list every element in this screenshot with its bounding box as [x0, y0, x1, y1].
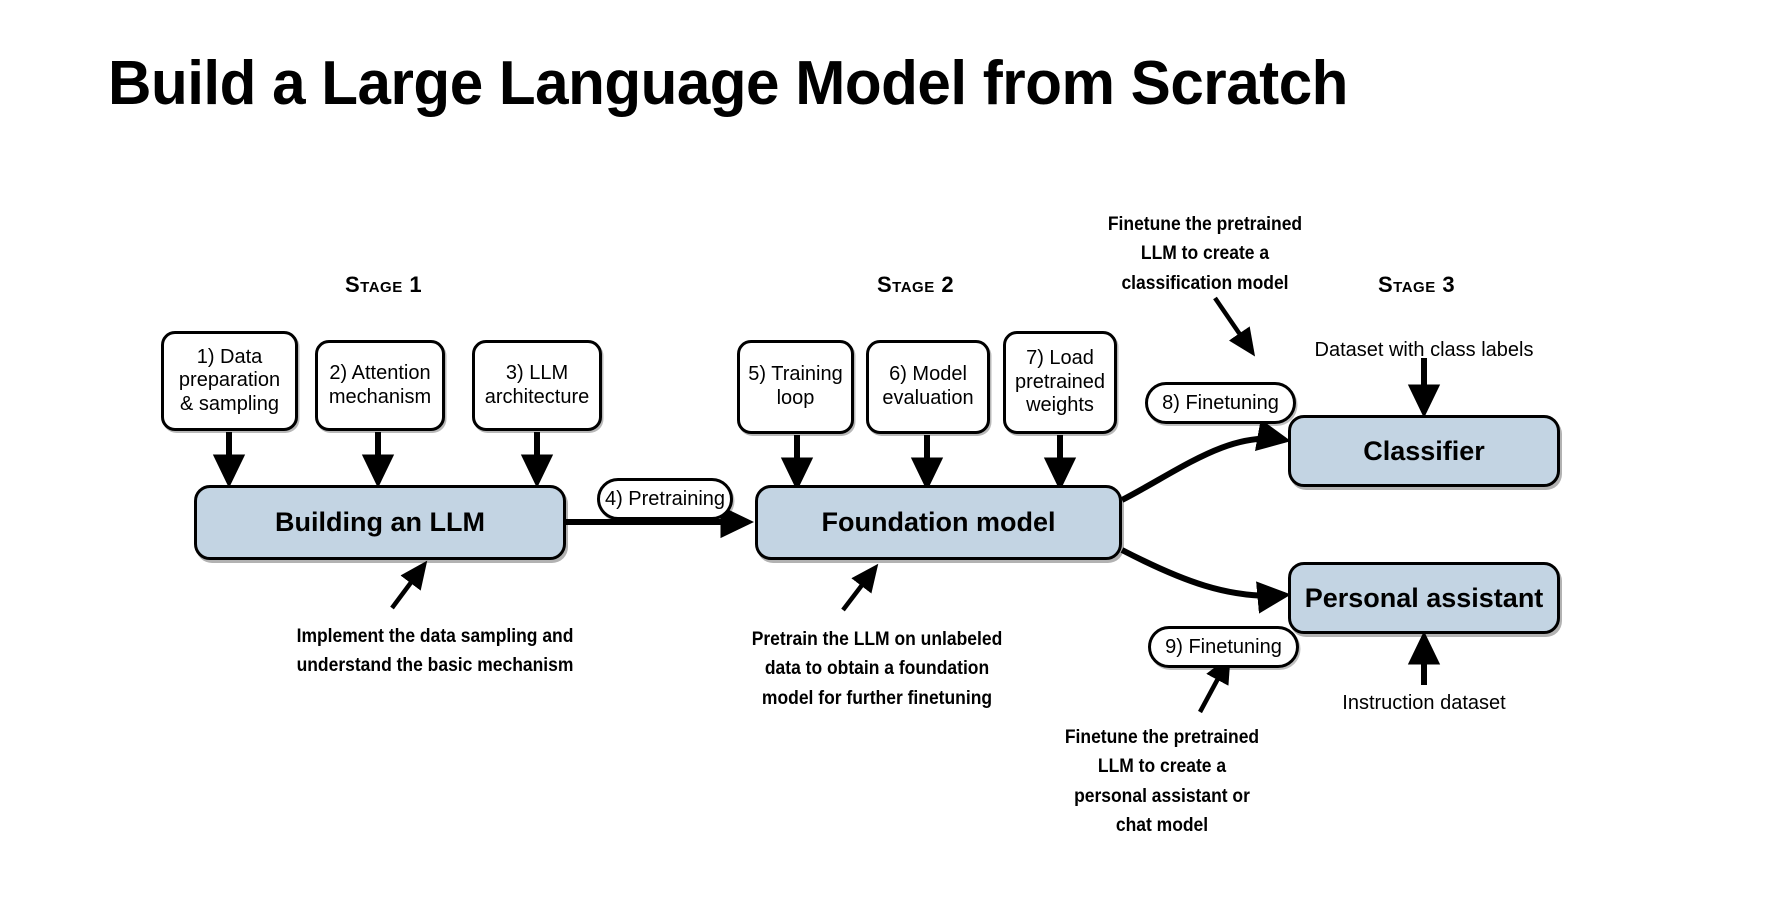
note-stage2: Pretrain the LLM on unlabeled data to ob… [751, 629, 1003, 709]
outcome-personal-assistant[interactable]: Personal assistant [1288, 562, 1560, 634]
caption-dataset-class-labels: Dataset with class labels [1314, 339, 1534, 361]
step-box-2[interactable]: 2) Attention mechanism [315, 340, 445, 431]
caption-instruction-dataset: Instruction dataset [1342, 692, 1506, 714]
note-assistant: Finetune the pretrained LLM to create a … [1064, 727, 1260, 837]
page-title: Build a Large Language Model from Scratc… [108, 49, 1348, 118]
arrow-note-to-building [390, 560, 428, 610]
outcome-building-an-llm[interactable]: Building an LLM [194, 485, 566, 560]
stage-label-3: Stage 3 [1378, 272, 1456, 297]
outcome-classifier[interactable]: Classifier [1288, 415, 1560, 487]
arrow-foundation-to-classifier [1120, 419, 1291, 503]
pill-8-finetuning[interactable]: 8) Finetuning [1145, 382, 1296, 424]
pill-4-pretraining[interactable]: 4) Pretraining [597, 478, 733, 520]
pill-9-finetuning[interactable]: 9) Finetuning [1148, 626, 1299, 668]
step-box-1[interactable]: 1) Data preparation & sampling [161, 331, 298, 431]
arrow-foundation-to-assistant [1120, 547, 1291, 614]
arrow-note-to-foundation [841, 563, 879, 612]
arrow-note-to-finetuning8 [1213, 296, 1256, 357]
step-box-6[interactable]: 6) Model evaluation [866, 340, 990, 434]
note-stage1: Implement the data sampling and understa… [296, 626, 574, 677]
stage-label-2: Stage 2 [877, 272, 955, 297]
step-box-3[interactable]: 3) LLM architecture [472, 340, 602, 431]
stage-label-1: Stage 1 [345, 272, 423, 297]
step-box-7[interactable]: 7) Load pretrained weights [1003, 331, 1117, 434]
note-classification: Finetune the pretrained LLM to create a … [1107, 214, 1303, 294]
step-box-5[interactable]: 5) Training loop [737, 340, 854, 434]
outcome-foundation-model[interactable]: Foundation model [755, 485, 1122, 560]
